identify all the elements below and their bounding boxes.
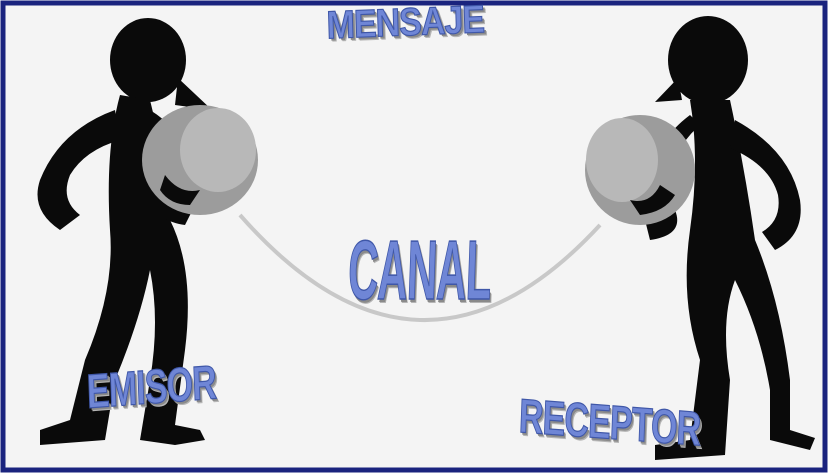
- emisor-label: EMISOR: [86, 356, 217, 419]
- mensaje-label: MENSAJE: [326, 0, 485, 49]
- receptor-can: [585, 115, 695, 225]
- emisor-can: [142, 105, 258, 215]
- canal-label: CANAL: [347, 222, 493, 319]
